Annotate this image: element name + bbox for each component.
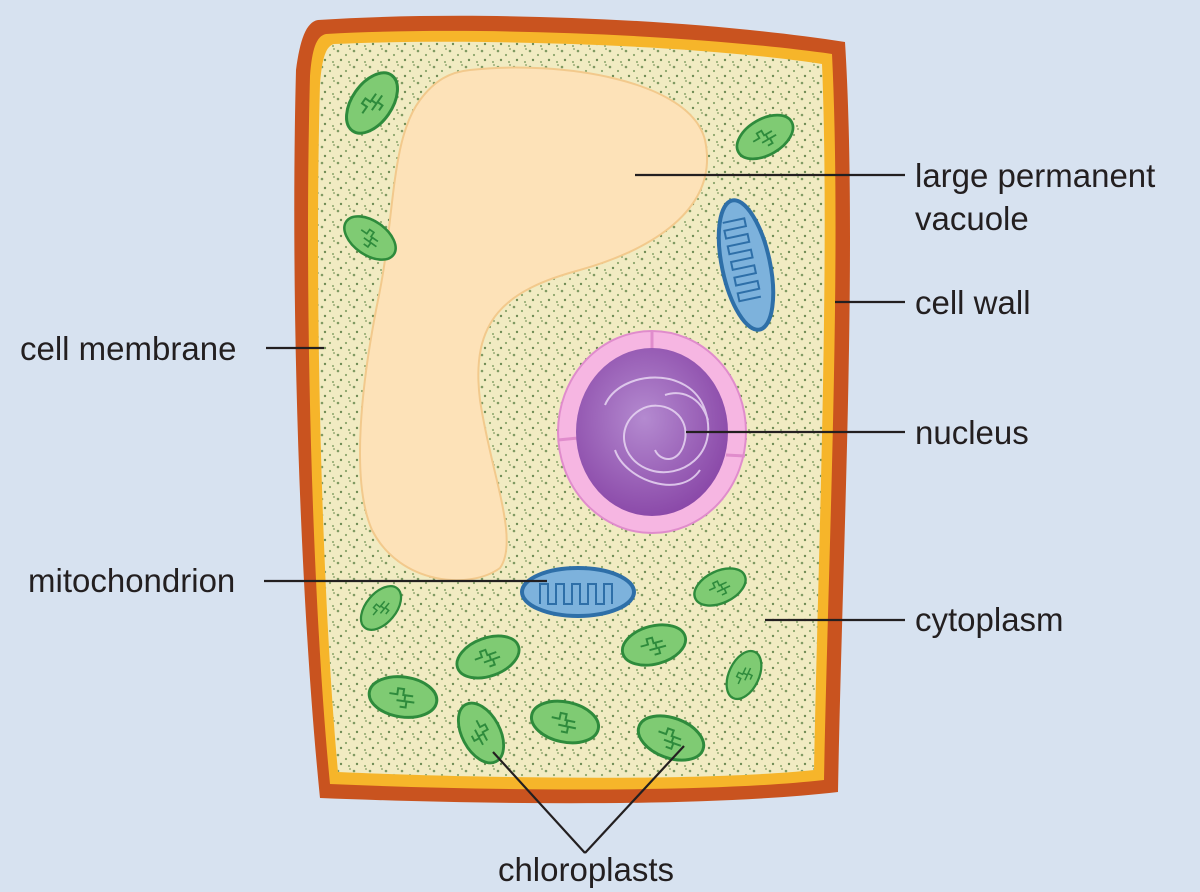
cell-membrane-label: cell membrane — [20, 330, 236, 367]
cell-wall-label: cell wall — [915, 284, 1031, 321]
vacuole-label-line-1: large permanent — [915, 157, 1155, 194]
mitochondrion-label: mitochondrion — [28, 562, 235, 599]
cytoplasm-label: cytoplasm — [915, 601, 1064, 638]
mitochondrion — [522, 568, 634, 616]
nucleus-label: nucleus — [915, 414, 1029, 451]
vacuole-label-line-2: vacuole — [915, 200, 1029, 237]
chloroplasts-label: chloroplasts — [498, 851, 674, 888]
